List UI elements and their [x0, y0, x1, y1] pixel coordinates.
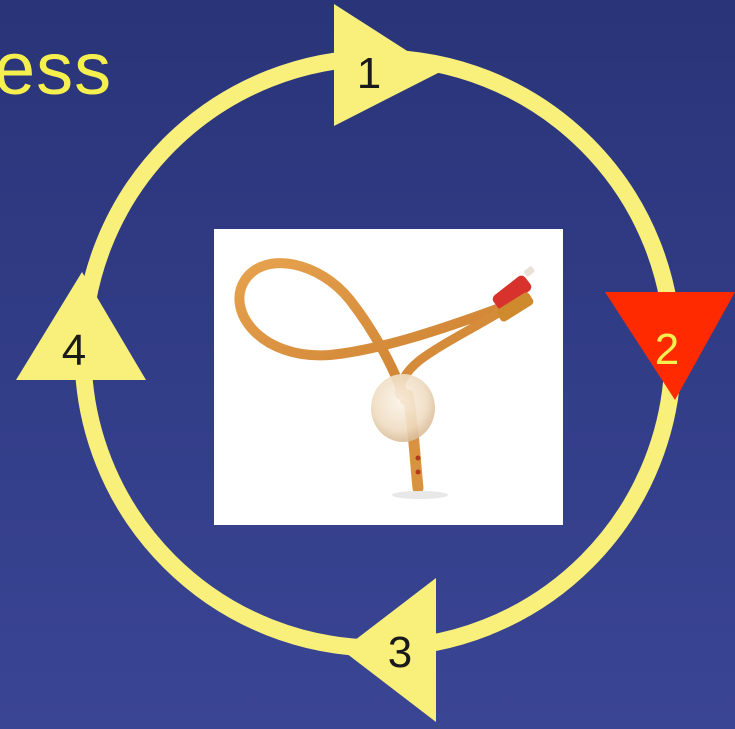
step-1-label: 1: [357, 49, 381, 98]
step-4-label: 4: [62, 326, 86, 375]
step-4-arrow: 4: [16, 272, 146, 380]
step-2-label: 2: [655, 325, 679, 374]
step-3-arrow: 3: [342, 578, 436, 722]
foley-catheter-photo: [214, 229, 563, 525]
step-3-label: 3: [388, 628, 412, 677]
step-2-arrow: 2: [605, 292, 735, 400]
step-1-arrow: 1: [334, 4, 440, 126]
